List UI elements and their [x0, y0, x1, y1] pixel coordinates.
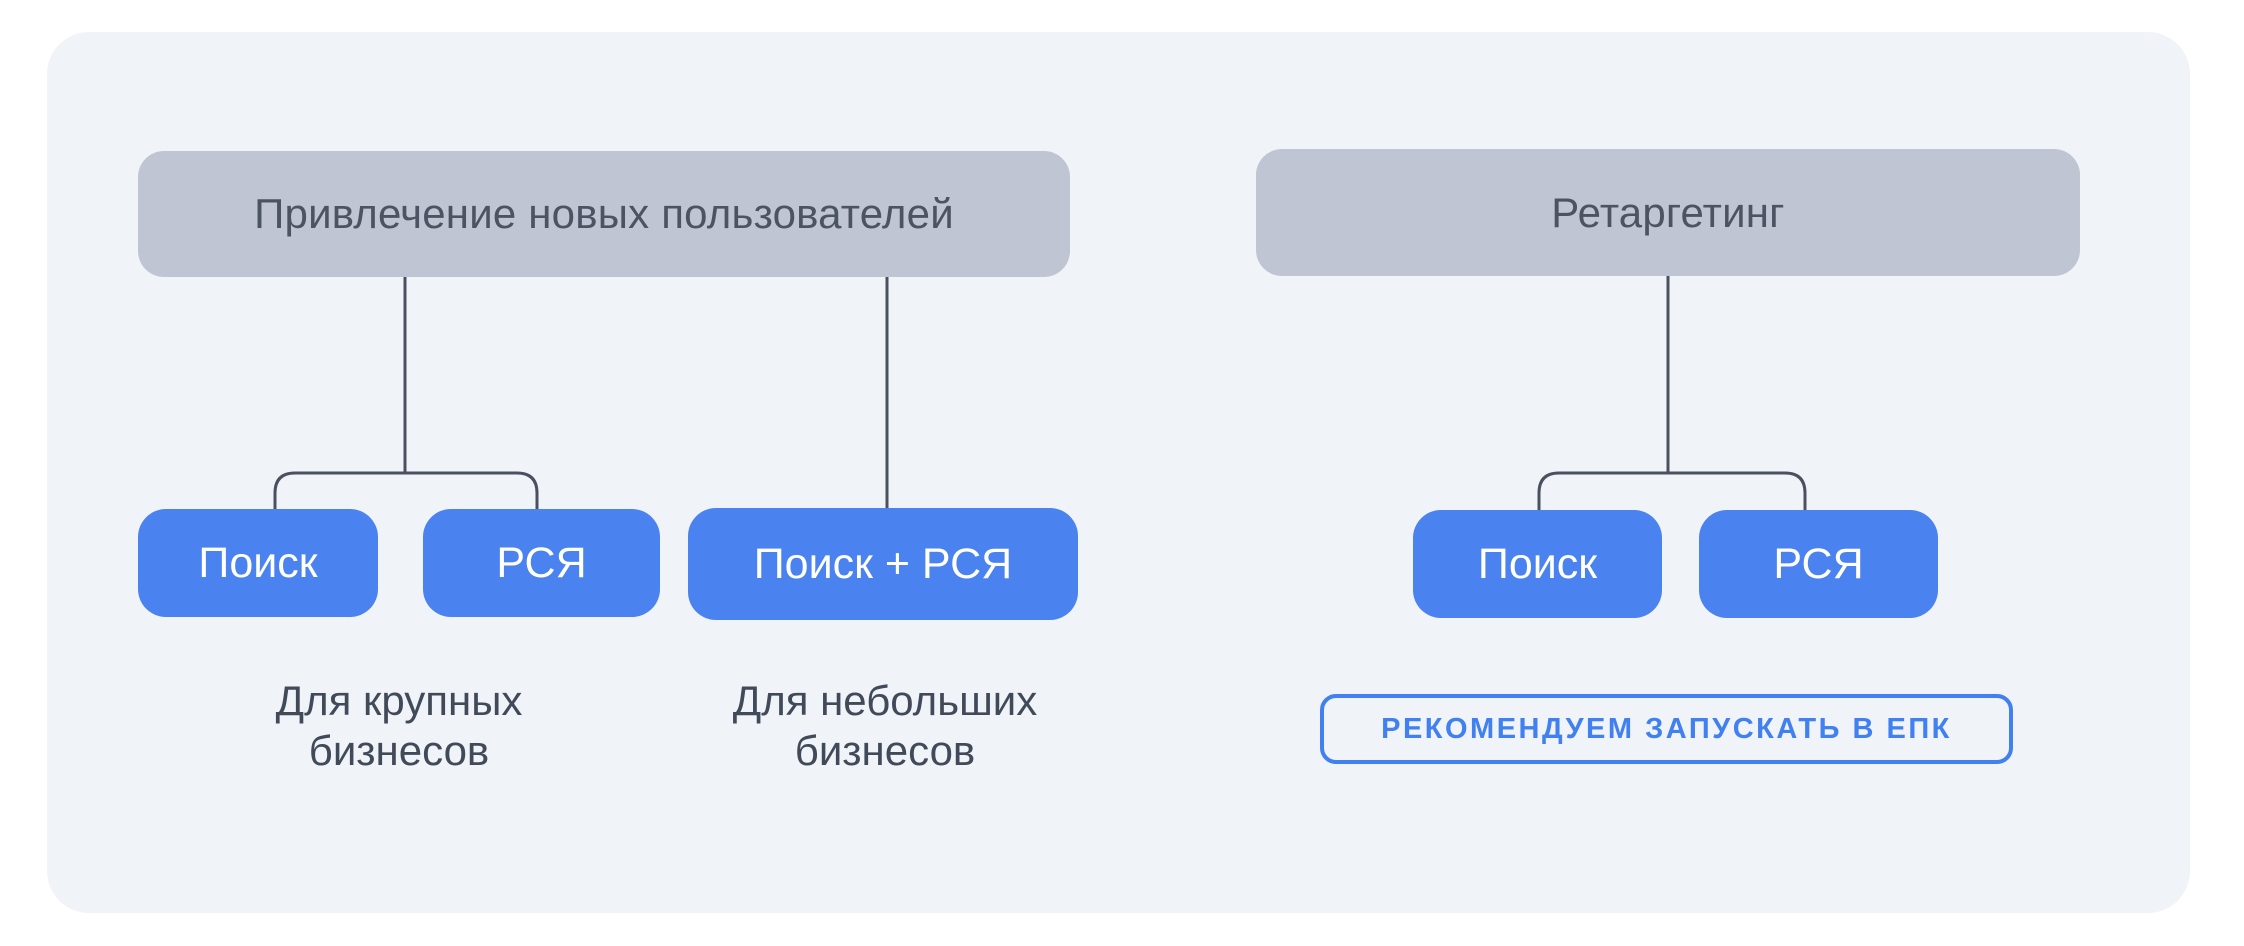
header-box-retargeting-label: Ретаргетинг [1551, 188, 1785, 236]
caption-large-business-line2: бизнесов [308, 727, 490, 774]
node-rsya-large: РСЯ [423, 509, 660, 617]
node-rsya-large-label: РСЯ [496, 538, 587, 587]
node-rsya-retargeting-label: РСЯ [1773, 539, 1864, 588]
node-rsya-retargeting: РСЯ [1699, 510, 1938, 618]
caption-small-business-line2: бизнесов [794, 727, 976, 774]
caption-small-business-line1: Для небольших [732, 677, 1038, 724]
node-search-large: Поиск [138, 509, 378, 617]
node-search-retargeting-label: Поиск [1477, 539, 1598, 588]
header-box-retargeting: Ретаргетинг [1256, 149, 2080, 276]
node-search-plus-rsya-label: Поиск + РСЯ [753, 539, 1013, 588]
recommendation-badge-label: РЕКОМЕНДУЕМ ЗАПУСКАТЬ В ЕПК [1381, 712, 1952, 745]
node-search-large-label: Поиск [198, 538, 318, 587]
node-search-retargeting: Поиск [1413, 510, 1662, 618]
header-box-new-users-label: Привлечение новых пользователей [254, 190, 954, 237]
header-box-new-users: Привлечение новых пользователей [138, 151, 1070, 277]
caption-small-business: Для небольших бизнесов [685, 676, 1085, 776]
recommendation-badge: РЕКОМЕНДУЕМ ЗАПУСКАТЬ В ЕПК [1320, 694, 2013, 764]
node-search-plus-rsya: Поиск + РСЯ [688, 508, 1078, 620]
caption-large-business: Для крупных бизнесов [199, 676, 599, 776]
caption-large-business-line1: Для крупных [275, 677, 523, 724]
